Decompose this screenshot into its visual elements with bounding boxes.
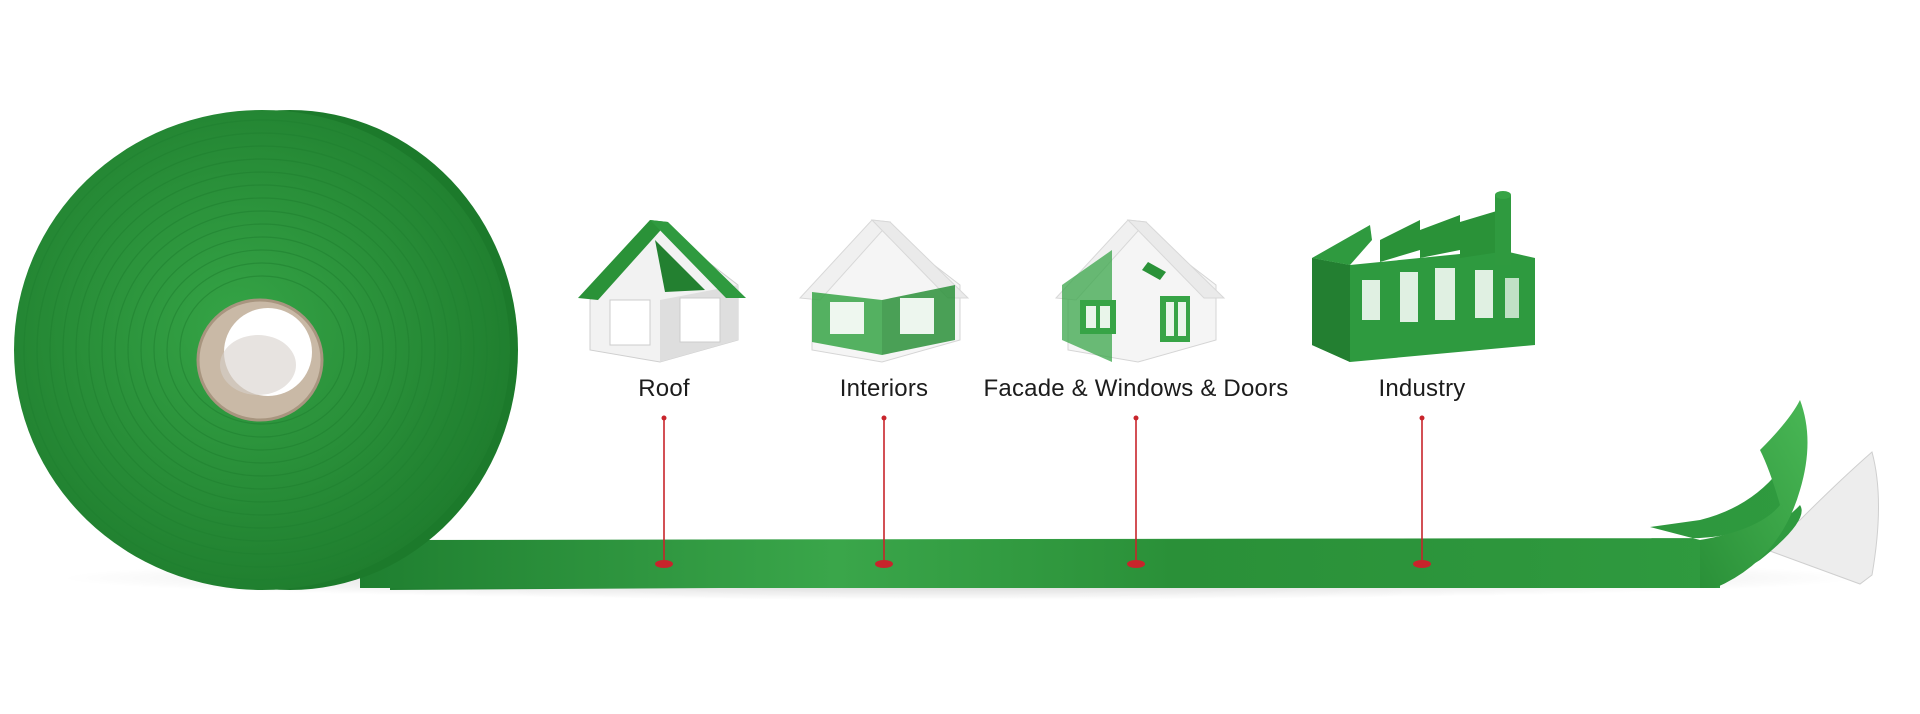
pin-facade <box>1127 415 1145 568</box>
pin-roof <box>655 415 673 568</box>
tape-roll-rings <box>23 119 501 581</box>
label-facade-windows-doors: Facade & Windows & Doors <box>983 375 1289 402</box>
house-facade-highlight-icon <box>1054 219 1226 363</box>
house-interior-highlight-icon <box>798 219 970 363</box>
tape-curl <box>1700 400 1808 588</box>
tape-core-inner-shade <box>220 335 296 395</box>
label-interiors: Interiors <box>839 375 929 402</box>
pin-industry <box>1413 415 1431 568</box>
tape-strip-body <box>360 540 1720 588</box>
factory-icon <box>1312 191 1535 362</box>
label-industry: Industry <box>1378 375 1466 402</box>
label-roof: Roof <box>638 375 690 402</box>
pin-interiors <box>875 415 893 568</box>
house-roof-highlight-icon <box>578 220 746 363</box>
